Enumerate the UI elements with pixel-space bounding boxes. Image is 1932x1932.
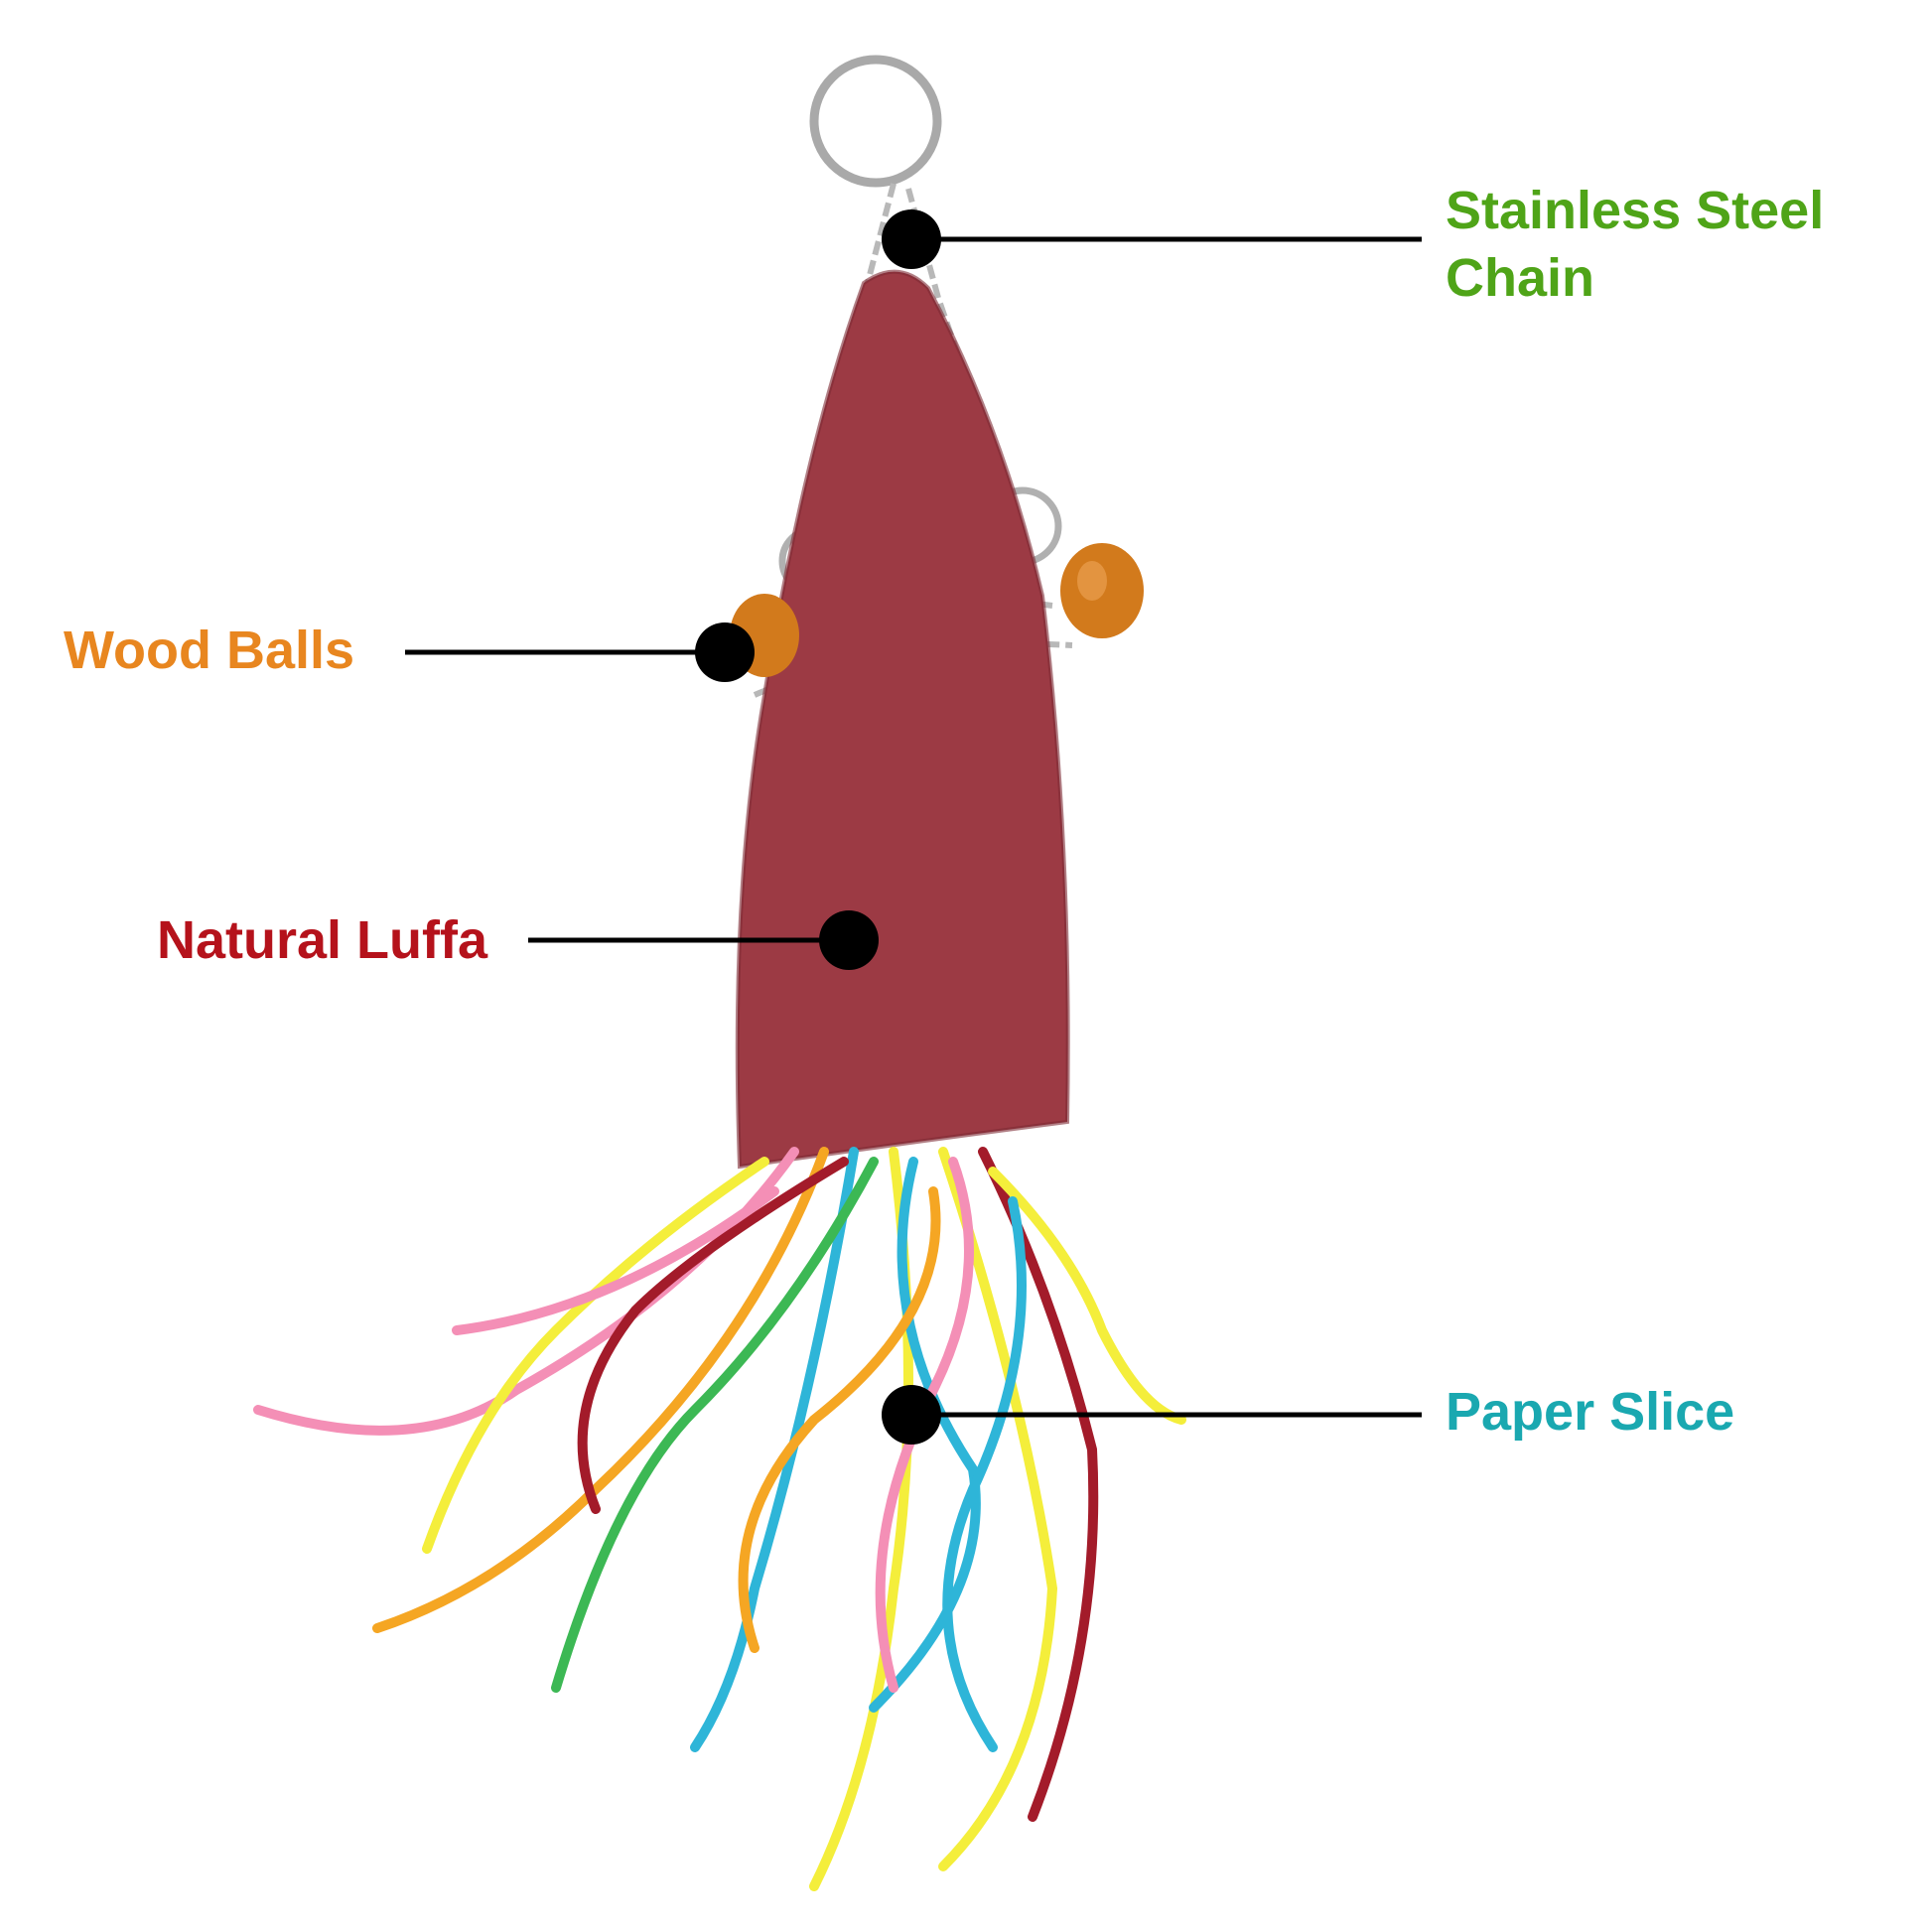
key-ring <box>809 55 942 188</box>
label-paper-slice: Paper Slice <box>1446 1382 1735 1442</box>
label-natural-luffa: Natural Luffa <box>157 910 488 970</box>
wood-balls <box>730 543 1144 677</box>
callout-dot-paper <box>882 1385 941 1445</box>
label-stainless-steel-chain: Stainless Steel Chain <box>1446 177 1824 312</box>
callout-dot-chain <box>882 209 941 269</box>
label-line-1: Stainless Steel <box>1446 181 1825 240</box>
callout-dot-wood <box>695 622 755 682</box>
paper-strips <box>253 1147 1186 1891</box>
luffa-cone <box>737 271 1068 1167</box>
label-line-2: Chain <box>1446 248 1595 308</box>
label-wood-balls: Wood Balls <box>64 621 355 680</box>
callout-dot-luffa <box>819 910 879 970</box>
